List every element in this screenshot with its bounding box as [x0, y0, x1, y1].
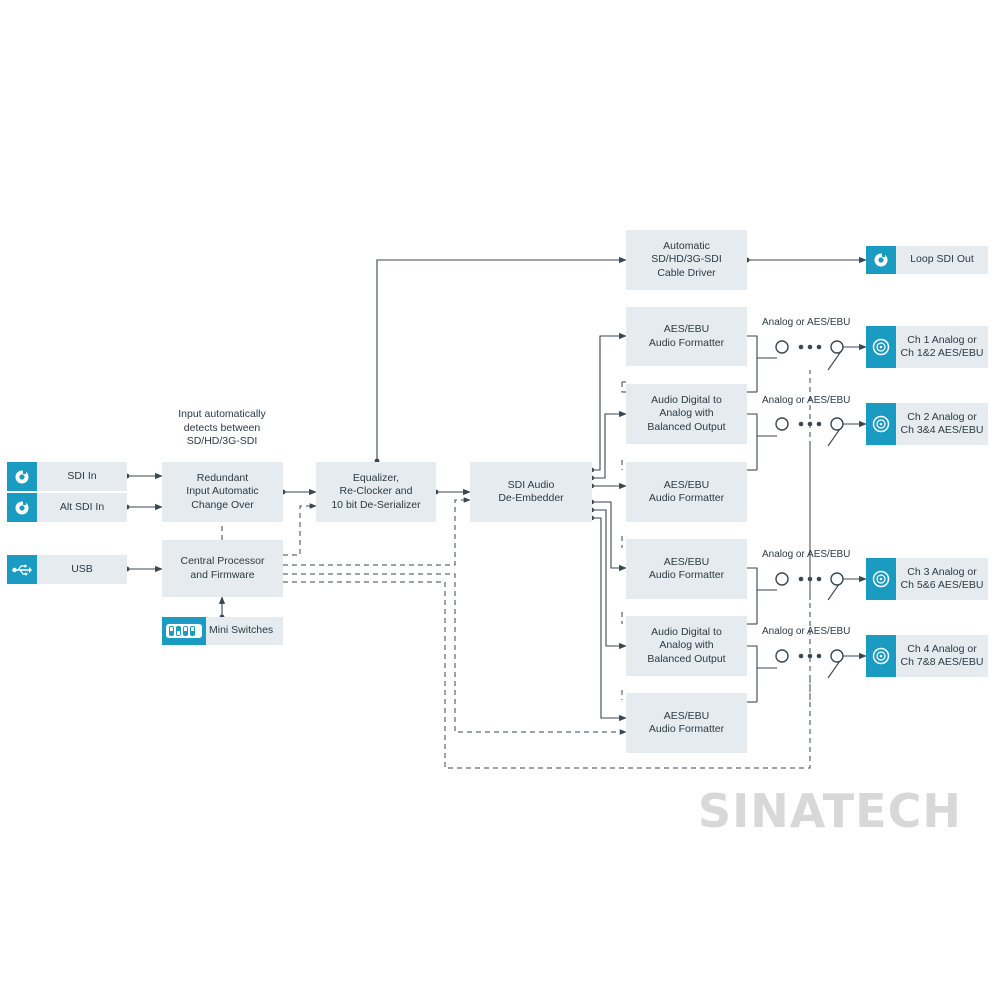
formatter-block-4: AES/EBU Audio Formatter [626, 539, 747, 599]
switch-label-2: Analog or AES/EBU [762, 395, 851, 406]
bnc-output-icon [866, 558, 896, 600]
sdi-in-port: SDI In [7, 462, 127, 491]
equalizer-block: Equalizer, Re-Clocker and 10 bit De-Seri… [316, 462, 436, 522]
wire-deemb-f4 [592, 501, 627, 572]
formatter-block-1: AES/EBU Audio Formatter [626, 307, 747, 366]
loop-sdi-out-label: Loop SDI Out [910, 253, 974, 266]
central-processor-block: Central Processor and Firmware [162, 540, 283, 597]
bnc-connector-icon [7, 493, 37, 522]
dip-switch-icon [162, 617, 206, 645]
ctrl-central-deemb [283, 497, 471, 566]
usb-label: USB [71, 562, 93, 575]
bnc-connector-icon [866, 246, 896, 274]
usb-port: USB [7, 555, 127, 584]
bnc-output-icon [866, 635, 896, 677]
mini-switches: Mini Switches [162, 617, 283, 645]
cable-driver-block: Automatic SD/HD/3G-SDI Cable Driver [626, 230, 747, 290]
formatter-block-3: AES/EBU Audio Formatter [626, 462, 747, 522]
wire-deemb-f6 [592, 517, 627, 722]
wire-deemb-f2 [592, 410, 627, 479]
switch-label-3: Analog or AES/EBU [762, 549, 851, 560]
channel-output-4-label: Ch 4 Analog or Ch 7&8 AES/EBU [900, 642, 984, 669]
watermark: SINATECH [698, 784, 962, 838]
formatter-block-5: Audio Digital to Analog with Balanced Ou… [626, 616, 747, 676]
channel-output-2: Ch 2 Analog or Ch 3&4 AES/EBU [866, 403, 988, 445]
bnc-output-icon [866, 326, 896, 368]
bnc-output-icon [866, 403, 896, 445]
wire-deemb-f5 [592, 509, 627, 650]
input-detect-note: Input automatically detects between SD/H… [178, 408, 266, 447]
redundant-input-block: Redundant Input Automatic Change Over [162, 462, 283, 522]
loop-sdi-out-port: Loop SDI Out [866, 246, 988, 274]
channel-output-4: Ch 4 Analog or Ch 7&8 AES/EBU [866, 635, 988, 677]
ctrl-central-eq [283, 503, 317, 556]
bnc-connector-icon [7, 462, 37, 491]
ctrl-central-switches [283, 372, 811, 769]
channel-output-3-label: Ch 3 Analog or Ch 5&6 AES/EBU [900, 565, 984, 592]
ctrl-central-formatters [283, 573, 627, 735]
mini-switches-label: Mini Switches [209, 624, 274, 637]
channel-output-3: Ch 3 Analog or Ch 5&6 AES/EBU [866, 558, 988, 600]
switch-label-1: Analog or AES/EBU [762, 317, 851, 328]
de-embedder-block: SDI Audio De-Embedder [470, 462, 592, 522]
formatter-block-6: AES/EBU Audio Formatter [626, 693, 747, 753]
alt-sdi-in-port: Alt SDI In [7, 493, 127, 522]
formatter-block-2: Audio Digital to Analog with Balanced Ou… [626, 384, 747, 444]
channel-output-2-label: Ch 2 Analog or Ch 3&4 AES/EBU [900, 410, 984, 437]
wire-eq-driver [376, 256, 627, 461]
channel-output-1: Ch 1 Analog or Ch 1&2 AES/EBU [866, 326, 988, 368]
channel-output-1-label: Ch 1 Analog or Ch 1&2 AES/EBU [900, 333, 984, 360]
switch-label-4: Analog or AES/EBU [762, 626, 851, 637]
alt-sdi-in-label: Alt SDI In [59, 500, 105, 513]
sdi-in-label: SDI In [67, 469, 97, 482]
wire-deemb-f1 [592, 332, 627, 471]
usb-icon [7, 555, 37, 584]
